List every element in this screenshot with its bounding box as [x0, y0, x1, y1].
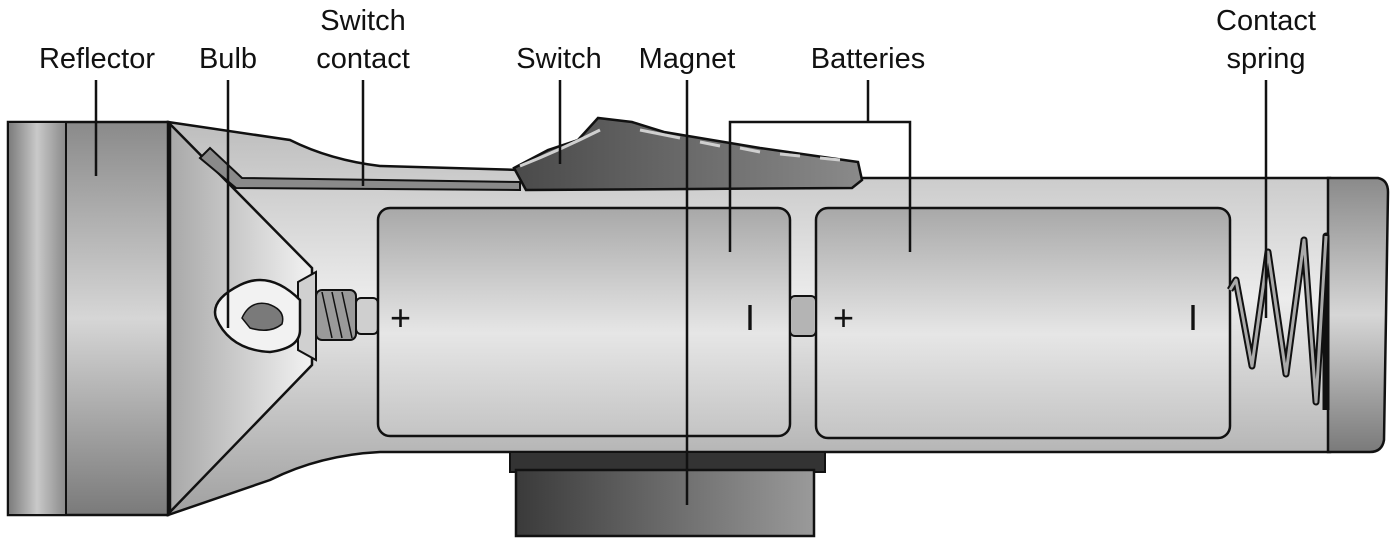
bulb-filament	[241, 302, 284, 331]
label-contact-spring-line2: spring	[1226, 43, 1306, 75]
bulb-thread	[321, 291, 353, 339]
switch-contact	[198, 146, 521, 192]
contact-spring-highlight	[1228, 235, 1328, 404]
front-cap-band	[7, 121, 67, 516]
battery-1	[376, 206, 792, 438]
label-switch: Switch	[516, 43, 602, 75]
label-switch-contact-line1: Switch	[320, 5, 406, 37]
battery-1-negative: I	[745, 297, 756, 338]
label-contact-spring-line1: Contact	[1216, 5, 1316, 37]
battery-2-positive: +	[833, 297, 855, 338]
rear-cap	[1326, 176, 1390, 454]
label-magnet: Magnet	[638, 43, 736, 75]
leader-batteries	[728, 80, 912, 252]
label-batteries: Batteries	[810, 43, 926, 75]
label-bulb: Bulb	[198, 43, 258, 75]
leader-lines	[94, 80, 1268, 505]
battery-2-negative: I	[1188, 297, 1199, 338]
bulb-base	[315, 289, 357, 341]
label-reflector: Reflector	[38, 43, 156, 75]
battery-2	[814, 206, 1232, 440]
bulb-tip	[355, 297, 379, 335]
battery-connector	[789, 295, 817, 337]
magnet	[514, 468, 816, 538]
label-switch-contact-line2: contact	[316, 43, 410, 75]
battery-1-positive: +	[390, 297, 412, 338]
